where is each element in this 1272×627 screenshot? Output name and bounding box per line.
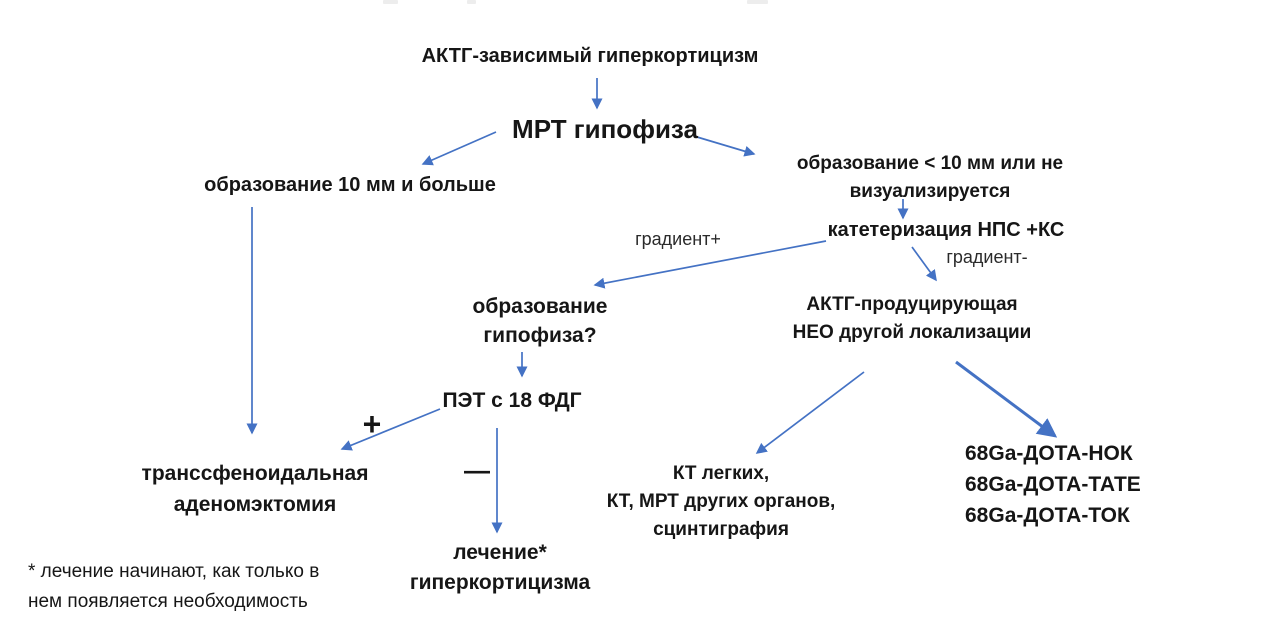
node-acth-dependent-hypercortisolism: АКТГ-зависимый гиперкортицизм: [421, 45, 759, 67]
arrow-mrt-to-right-branch: [696, 136, 756, 157]
node-line: АКТГ-продуцирующая: [806, 294, 1018, 315]
node-line: 68Ga-ДОТА-ТАТЕ: [965, 473, 1141, 496]
footnote-line: нем появляется необходимость: [28, 591, 308, 612]
arrow-acth-neo-to-ct-workup: [755, 371, 865, 454]
arrow-mrt-to-left-branch: [421, 131, 497, 166]
arrow-acth-neo-to-ga-tracers: [955, 360, 1058, 438]
node-line: лечение*: [453, 541, 547, 564]
node-line: транссфеноидальная: [141, 462, 369, 485]
node-hypercortisolism-treatment: лечение* гиперкортицизма: [410, 538, 590, 598]
node-line: КТ, МРТ других органов,: [606, 491, 836, 512]
node-line: КТ легких,: [672, 463, 770, 484]
node-mass-under-10mm: образование < 10 мм или не визуализирует…: [797, 150, 1063, 206]
node-ct-workup: КТ легких, КТ, МРТ других органов, сцинт…: [607, 460, 836, 544]
node-pet-18-fdg: ПЭТ с 18 ФДГ: [442, 389, 582, 412]
arrow-pet-positive-to-adenomectomy: [340, 408, 441, 451]
node-line: аденомэктомия: [173, 493, 337, 516]
label-pet-positive: +: [362, 406, 382, 442]
label-gradient-plus: градиент+: [635, 229, 721, 249]
node-pituitary-mass-question: образование гипофиза?: [473, 292, 608, 350]
node-transsphenoidal-adenomectomy: транссфеноидальная аденомэктомия: [142, 458, 369, 520]
node-pituitary-mri: МРТ гипофиза: [512, 114, 698, 144]
node-ga-dota-tracers: 68Ga-ДОТА-НОК 68Ga-ДОТА-ТАТЕ 68Ga-ДОТА-Т…: [965, 438, 1141, 531]
label-pet-negative: —: [464, 455, 490, 485]
cropped-text-artifact: [747, 0, 768, 4]
arrow-gradient-plus-to-pituitary-mass: [593, 240, 827, 289]
node-line: 68Ga-ДОТА-ТОК: [965, 504, 1130, 527]
node-line: НЕО другой локализации: [792, 322, 1032, 343]
node-line: образование: [472, 295, 608, 318]
label-gradient-minus: градиент-: [946, 247, 1028, 267]
node-line: образование < 10 мм или не: [796, 153, 1064, 174]
node-mass-10mm-or-more: образование 10 мм и больше: [204, 174, 496, 196]
footnote: * лечение начинают, как только в нем поя…: [28, 557, 319, 617]
node-ipss-catheterization: катетеризация НПС +КС: [827, 219, 1065, 241]
cropped-text-artifact: [383, 0, 398, 4]
node-line: сцинтиграфия: [653, 519, 789, 540]
cropped-text-artifact: [467, 0, 476, 4]
arrow-gradient-minus-to-acth-neo: [911, 246, 937, 282]
node-line: гиперкортицизма: [409, 571, 591, 594]
node-acth-producing-neo: АКТГ-продуцирующая НЕО другой локализаци…: [793, 291, 1032, 347]
node-line: 68Ga-ДОТА-НОК: [965, 442, 1133, 465]
node-line: визуализируется: [849, 181, 1011, 202]
footnote-line: * лечение начинают, как только в: [28, 561, 320, 582]
node-line: гипофиза?: [483, 324, 597, 347]
